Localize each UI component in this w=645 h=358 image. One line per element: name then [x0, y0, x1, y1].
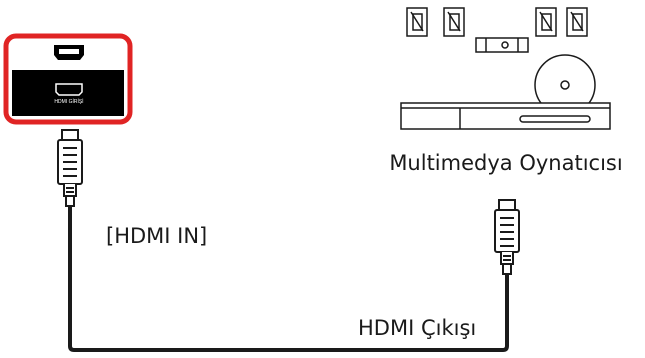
hdmi-plug-right [494, 199, 520, 275]
speaker-left-pair-icon [406, 7, 465, 37]
port-panel-lower-black [12, 70, 124, 116]
hdmi-cable [68, 206, 509, 352]
player-base-icon [400, 102, 611, 130]
multimedia-player-icon [400, 7, 611, 130]
hdmi-port-icon [54, 45, 84, 60]
display-port-panel: HDMI GİRİŞİ [3, 33, 133, 125]
player-label: Multimedya Oynatıcısı [389, 151, 622, 175]
center-speaker-icon [475, 37, 529, 53]
hdmi-in-label: [HDMI IN] [106, 224, 207, 248]
hdmi-in-port-icon [55, 83, 83, 96]
hdmi-plug-left [57, 129, 83, 207]
port-caption: HDMI GİRİŞİ [54, 98, 83, 105]
speaker-right-pair-icon [535, 7, 588, 37]
hdmi-out-label: HDMI Çıkışı [358, 316, 476, 340]
